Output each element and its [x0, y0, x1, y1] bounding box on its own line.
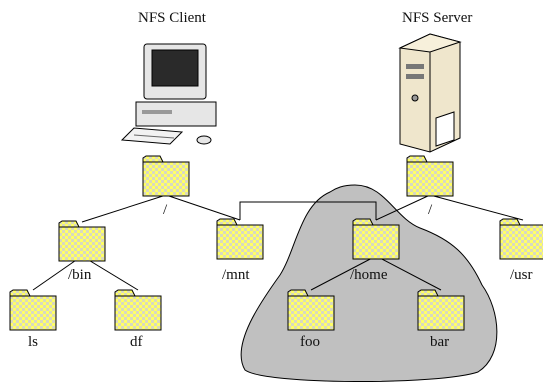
server-foo-folder-icon: [287, 289, 335, 331]
server-tree-edges: [310, 194, 524, 291]
client-ls-folder-icon: [9, 289, 57, 331]
client-tree-edges: [32, 194, 241, 291]
server-home-folder-icon: [352, 218, 400, 260]
client-root-folder-icon: [142, 155, 190, 197]
client-root-label: /: [163, 202, 168, 218]
server-bar-folder-icon: [417, 289, 465, 331]
server-bar-label: bar: [430, 334, 449, 350]
desktop-computer-icon: [120, 43, 217, 145]
client-mnt-label: /mnt: [222, 267, 250, 283]
server-usr-folder-icon: [499, 218, 543, 260]
server-home-label: /home: [350, 267, 388, 283]
server-root-folder-icon: [406, 155, 454, 197]
mount-link-line: [239, 201, 377, 220]
client-bin-folder-icon: [58, 220, 106, 262]
client-df-label: df: [130, 334, 143, 350]
client-title: NFS Client: [138, 10, 207, 26]
client-mnt-folder-icon: [216, 218, 264, 260]
client-ls-label: ls: [28, 334, 38, 350]
export-region-blob: [240, 184, 498, 382]
client-bin-label: /bin: [68, 267, 92, 283]
server-title: NFS Server: [402, 10, 472, 26]
server-usr-label: /usr: [510, 267, 533, 283]
client-df-folder-icon: [114, 289, 162, 331]
server-foo-label: foo: [300, 334, 320, 350]
server-root-label: /: [428, 202, 433, 218]
server-tower-icon: [398, 33, 462, 153]
